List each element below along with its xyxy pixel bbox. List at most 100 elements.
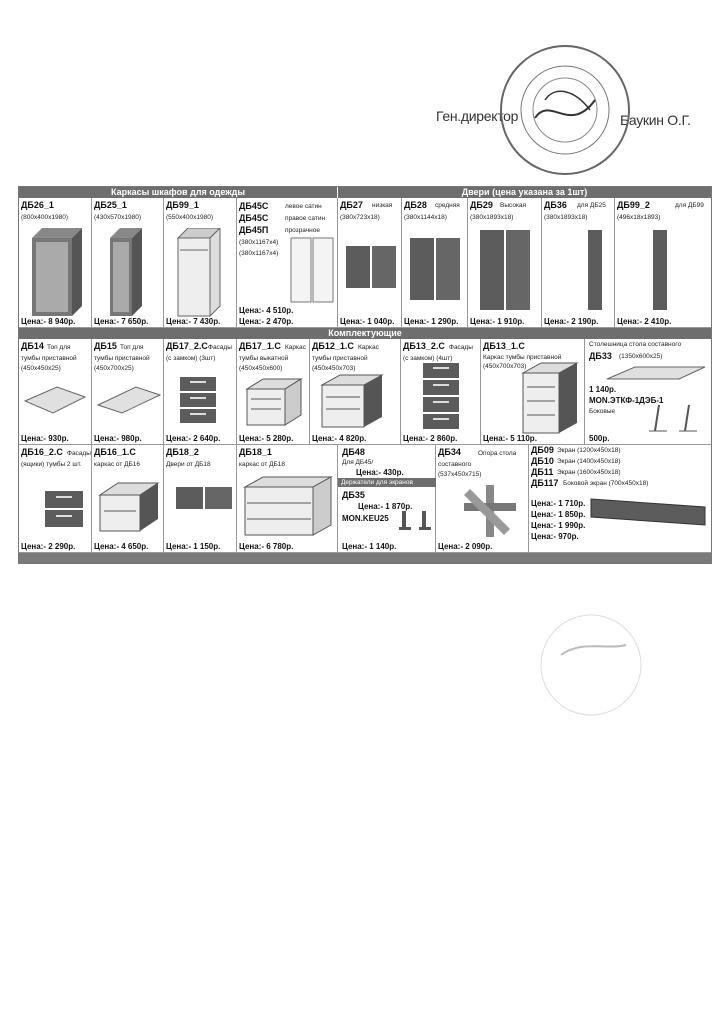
item-code: ДБ26_1 <box>21 200 54 210</box>
item-size: (1350х600х25) <box>619 353 663 360</box>
item-code: ДБ36 <box>544 200 567 210</box>
cell-db17-1: ДБ17_1.С Каркас тумбы выкатной (450х450х… <box>237 339 310 445</box>
item-size: (450х450х25) <box>21 365 61 372</box>
table-support-image <box>464 485 516 537</box>
door-image <box>588 230 602 310</box>
screen-price: Цена:- 1 990р. <box>531 521 586 530</box>
item-price-2: Цена:- 1 870р. <box>358 502 413 511</box>
item-size: (380х1893х18) <box>470 214 514 221</box>
item-desc: Каркас тумбы выкатной <box>239 344 306 362</box>
door-image <box>653 230 667 310</box>
item-code: ДБ33 <box>589 351 612 361</box>
screen-code: ДБ09 <box>531 445 554 455</box>
item-price: Цена:- 930р. <box>21 434 69 443</box>
item-desc: Высокая <box>500 202 527 209</box>
item-price: Цена:- 2 860р. <box>403 434 458 443</box>
item-desc: Фасады (с замком) (3шт) <box>166 344 232 362</box>
item-code-3: ДБ45П <box>239 225 269 235</box>
screen-code: ДБ117 <box>531 478 559 488</box>
faint-stamp-mark <box>540 614 642 716</box>
item-desc: средняя <box>435 202 460 209</box>
door-image <box>346 246 396 288</box>
cabinet-frame-image <box>98 482 160 532</box>
screen-desc: Экран (1600х450х18) <box>557 469 621 476</box>
item-code-2: ДБ45С <box>239 213 269 223</box>
item-price: Цена:- 4 820р. <box>312 434 367 443</box>
item-code: ДБ14 <box>21 341 44 351</box>
item-code: ДБ34 <box>438 447 461 457</box>
cell-db16-2: ДБ16_2.С Фасады (ящики) тумбы 2 шт. Цена… <box>19 445 92 553</box>
item-size: (450х700х25) <box>94 365 134 372</box>
screen-price: Цена:- 1 710р. <box>531 499 586 508</box>
item-desc: Каркас тумбы приставной <box>312 344 379 362</box>
item-desc: низкая <box>372 202 393 209</box>
item-price-2: 500р. <box>589 434 610 443</box>
screen-desc: Боковой экран (700х450х18) <box>563 480 649 487</box>
item-code: ДБ16_1.С <box>94 447 136 457</box>
cell-db16-1: ДБ16_1.С каркас от ДБ16 Цена:- 4 650р. <box>92 445 164 553</box>
screen-desc: Экран (1200х450х18) <box>557 447 621 454</box>
cell-db13-2: ДБ13_2.С Фасады (с замком) (4шт) Цена:- … <box>401 339 481 445</box>
item-size: (380х1167х4) <box>239 239 279 246</box>
item-desc: Двери от ДБ18 <box>166 461 211 468</box>
item-code-2: ДБ35 <box>342 490 365 500</box>
item-price: Цена:- 4 510р. <box>239 306 294 315</box>
screen-price: Цена:- 970р. <box>531 532 579 541</box>
item-desc-2: правое сатин <box>285 215 326 222</box>
screen-code: ДБ10 <box>531 456 554 466</box>
wardrobe-image <box>32 228 82 316</box>
cell-db26-1: ДБ26_1 (800х400х1980) Цена:- 8 940р. <box>19 198 92 328</box>
cell-db25-1: ДБ25_1 (430х570х1980) Цена:- 7 650р. <box>92 198 164 328</box>
cell-db27: ДБ27 низкая (380х723х18) Цена:- 1 040р. <box>338 198 402 328</box>
item-price: Цена:- 2 190р. <box>544 317 599 326</box>
header-screen-holders: Держатели для экранов <box>338 478 436 487</box>
item-code: ДБ16_2.С <box>21 447 63 457</box>
item-desc: каркас от ДБ16 <box>94 461 141 468</box>
item-desc: каркас от ДБ18 <box>239 461 286 468</box>
glass-doors-image <box>290 237 334 303</box>
item-price: Цена:- 2 410р. <box>617 317 672 326</box>
wardrobe-image <box>176 228 221 318</box>
cell-db13-1: ДБ13_1.С Каркас тумбы приставной (450х70… <box>481 339 585 445</box>
drawer-fronts-image <box>45 491 83 527</box>
item-size: (380х1893х18) <box>544 214 588 221</box>
company-stamp <box>500 45 630 175</box>
item-desc: Фасады (ящики) тумбы 2 шт. <box>21 450 91 468</box>
item-code: ДБ29 <box>470 200 493 210</box>
tabletop-image <box>96 386 162 414</box>
price-table: Каркасы шкафов для одежды Двери (цена ук… <box>18 186 712 564</box>
item-desc: Фасады (с замком) (4шт) <box>403 344 473 362</box>
item-price: Цена:- 8 940р. <box>21 317 76 326</box>
item-price: Цена:- 5 110р. <box>483 434 537 443</box>
signature-title: Ген.директор <box>436 108 519 124</box>
item-size: (450х450х600) <box>239 365 283 372</box>
item-price: Цена:- 6 780р. <box>239 542 294 551</box>
bracket-image <box>649 404 697 432</box>
item-code-2: MON.ЭТКФ-1ДЭБ-1 <box>589 396 664 405</box>
item-desc: для ДБ25 <box>577 202 606 209</box>
header-doors: Двери (цена указана за 1шт) <box>338 187 711 198</box>
item-code: ДБ13_2.С <box>403 341 445 351</box>
item-desc-3: прозрачное <box>285 227 320 234</box>
item-price: Цена:- 5 280р. <box>239 434 294 443</box>
door-image <box>480 230 530 310</box>
item-desc: левое сатин <box>285 203 322 210</box>
item-price: Цена:- 7 430р. <box>166 317 221 326</box>
footer-bar <box>19 553 711 563</box>
tabletop-image <box>23 386 87 414</box>
door-image <box>176 487 232 509</box>
cell-db15: ДБ15 Топ для тумбы приставной (450х700х2… <box>92 339 164 445</box>
door-image <box>410 238 460 300</box>
header-accessories: Комплектующие <box>19 328 711 339</box>
item-code: ДБ28 <box>404 200 427 210</box>
item-desc-2: Боковые <box>589 408 616 415</box>
cabinet-frame-image <box>521 362 579 434</box>
cell-db33: Столешница стола составного ДБ33 (1350х6… <box>585 339 711 445</box>
item-size: (550х400х1980) <box>166 214 213 221</box>
item-price: Цена:- 2 090р. <box>438 542 493 551</box>
drawer-fronts-image <box>423 363 459 429</box>
item-desc: Опора стола составного <box>438 450 517 468</box>
item-size: (800х400х1980) <box>21 214 68 221</box>
item-code: ДБ13_1.С <box>483 341 525 351</box>
cell-db48: ДБ48 Для ДБ45/ Цена:- 430р. Держатели дл… <box>338 445 436 553</box>
